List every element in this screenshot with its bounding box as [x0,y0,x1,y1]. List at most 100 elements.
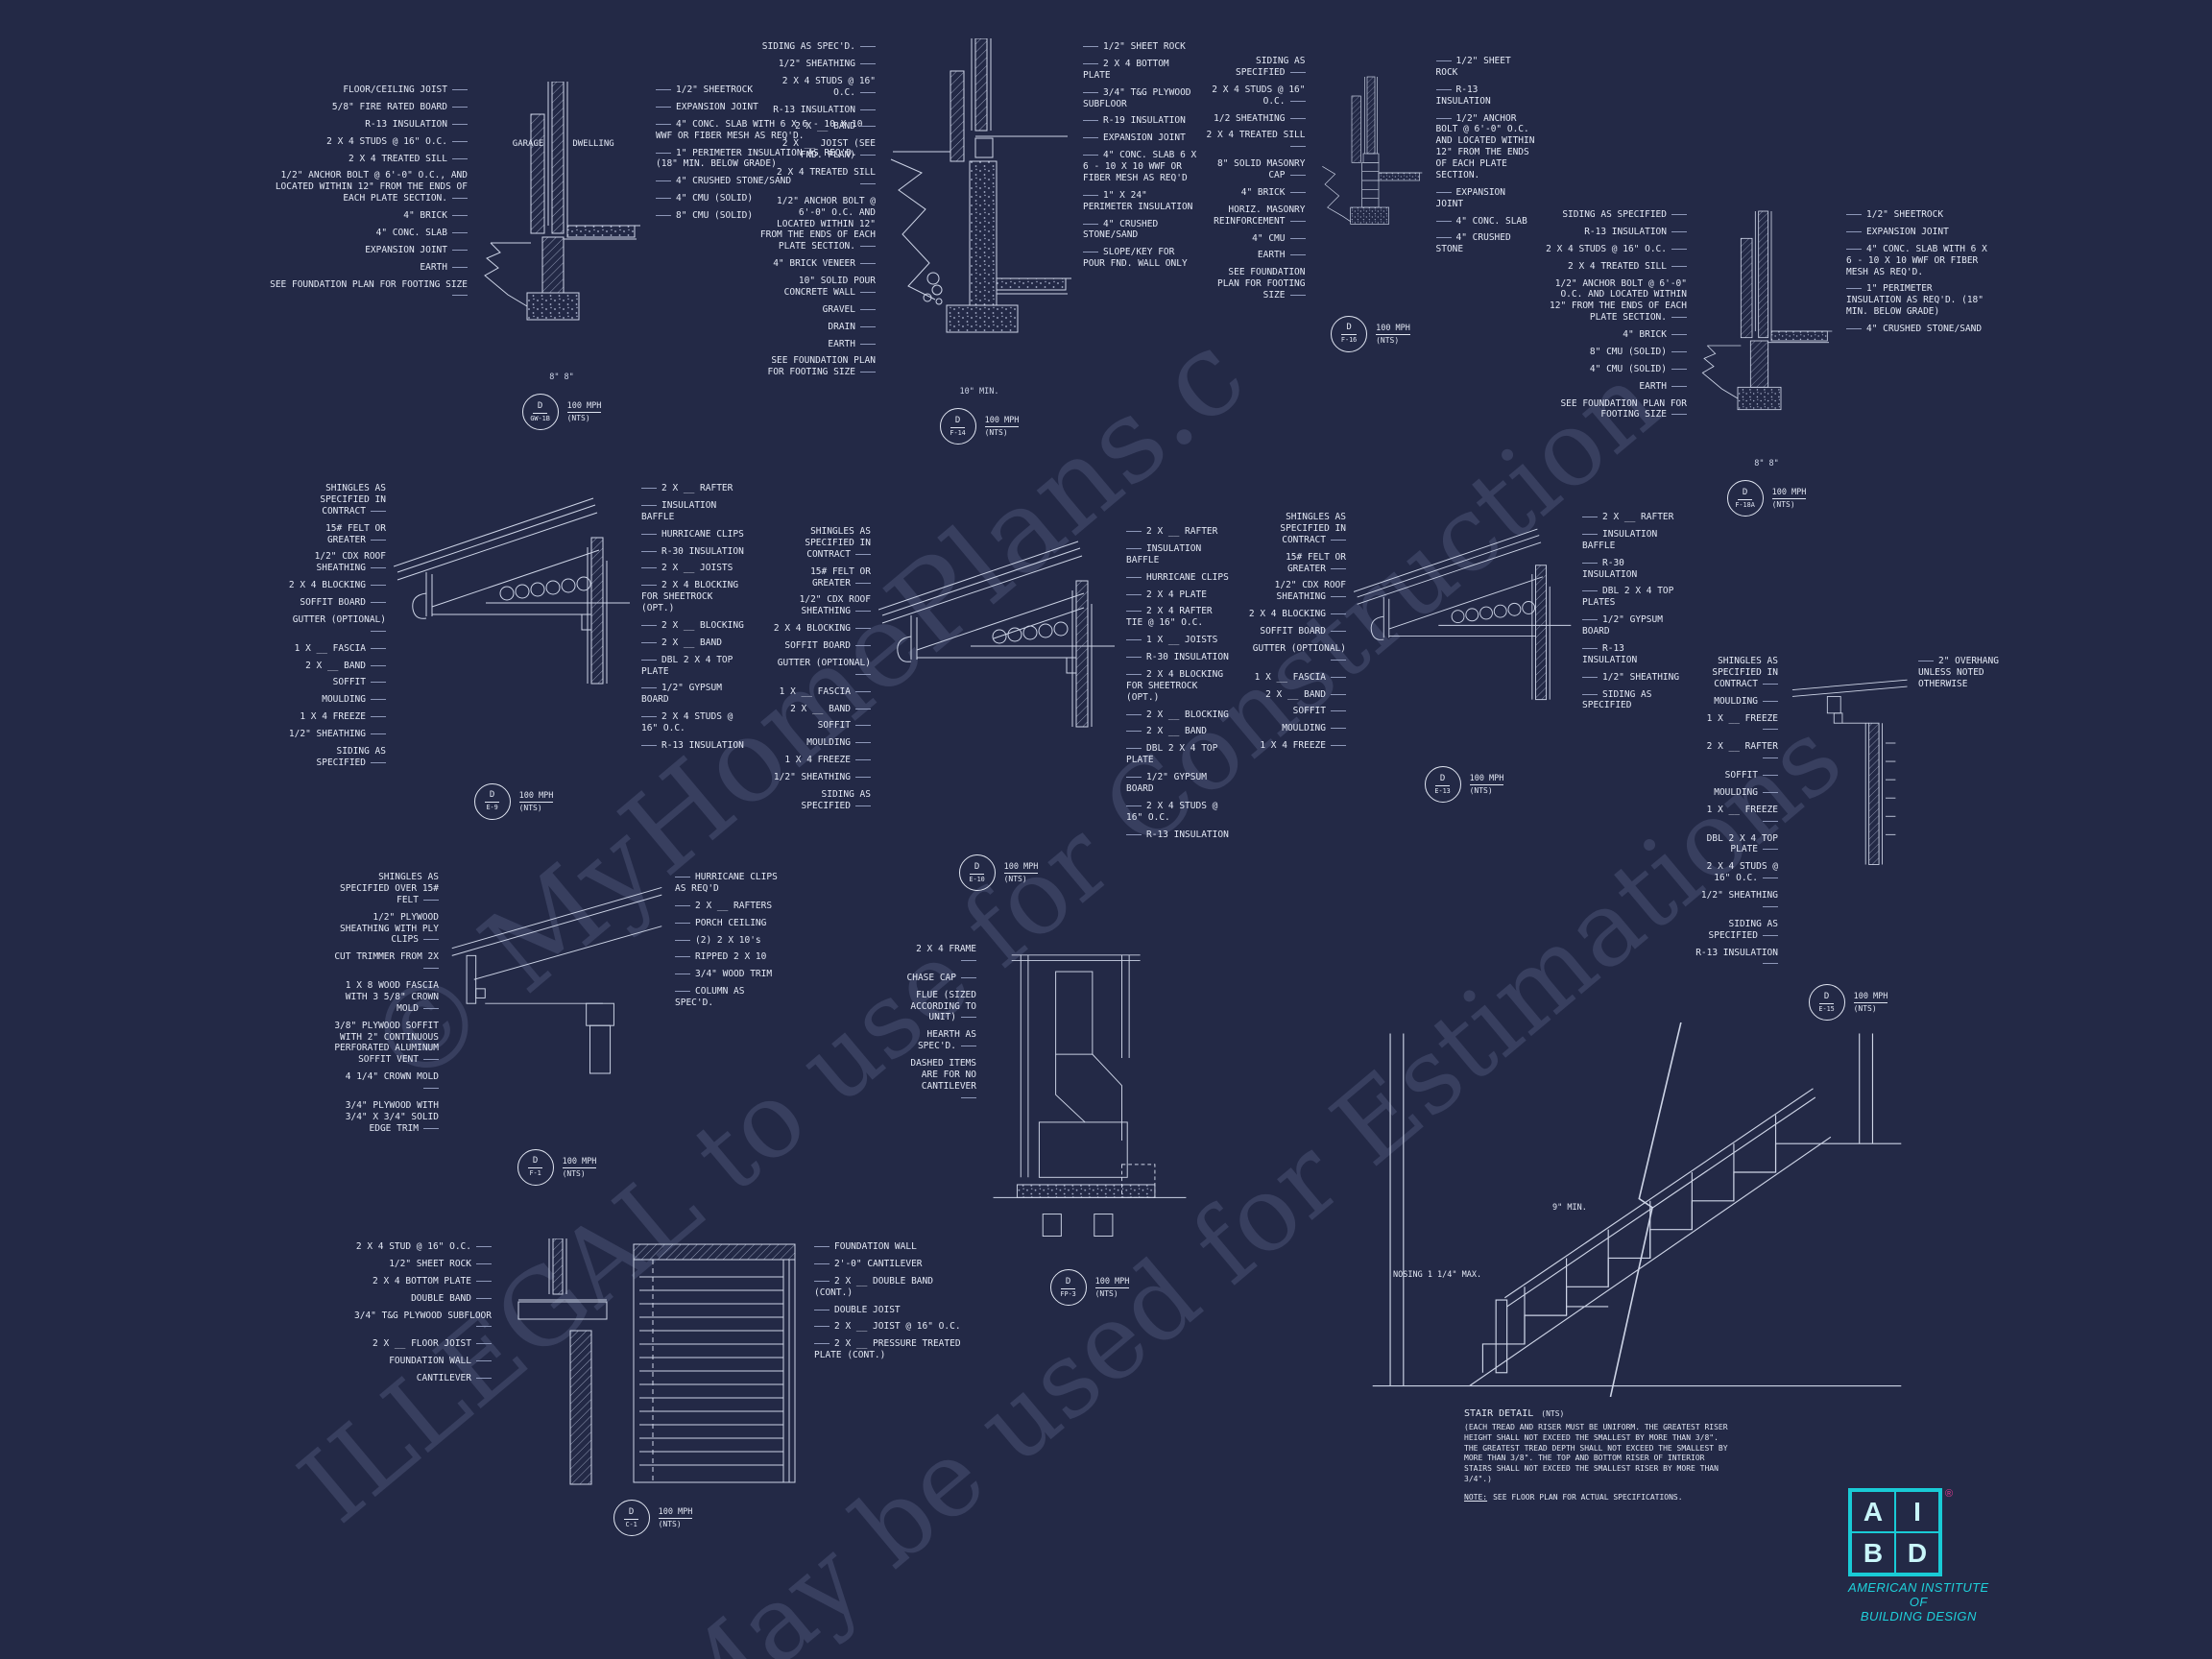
callout-label: 4" CRUSHED STONE/SAND [656,176,869,187]
callout-label: SIDING AS SPECIFIED [1205,56,1305,79]
callout-label: 10" SOLID POUR CONCRETE WALL [758,276,876,299]
callout-label: 2 X __ JOIST (SEE FND. PLAN) [758,138,876,161]
crawl-wall-drawing [1321,76,1422,225]
aibd-logo: A I B D ® AMERICAN INSTITUTE OF BUILDING… [1848,1488,1989,1624]
callout-label: 2" OVERHANG UNLESS NOTED OTHERWISE [1918,656,2007,690]
callout-label: 4" CRUSHED STONE/SAND [1846,324,1992,335]
callout-label: SEE FOUNDATION PLAN FOR FOOTING SIZE [1205,267,1306,301]
callout-label: 15# FELT OR GREATER [283,523,386,546]
callout-label: R-13 INSULATION [641,740,744,752]
stair-nosing-dim: NOSING 1 1/4" MAX. [1393,1270,1482,1280]
callout-label: 4" CMU (SOLID) [1541,364,1687,375]
callout-label: 2 X __ RAFTER [641,483,744,494]
callout-label: (2) 2 X 10's [675,935,782,947]
logo-letter-a: A [1851,1491,1895,1532]
stair-tread-dim: 9" MIN. [1552,1203,1587,1213]
callout-label: 4" BRICK [1205,187,1306,199]
callout-label: 3/8" PLYWOOD SOFFIT WITH 2" CONTINUOUS P… [331,1021,439,1067]
callout-label: 1/2 SHEATHING [1205,113,1306,125]
callout-label: 4" BRICK [1541,329,1687,341]
callout-label: 4" CONC. SLAB [254,228,468,239]
callout-label: MOULDING [1690,787,1778,799]
callout-label: HORIZ. MASONRY REINFORCEMENT [1205,204,1305,228]
registered-mark: ® [1945,1488,1954,1500]
callout-label: 2 X __ JOIST @ 16" O.C. [814,1321,970,1333]
callout-label: R-13 INSULATION [1436,84,1537,108]
callout-label: 3/4" T&G PLYWOOD SUBFLOOR [1083,87,1200,110]
callout-label: 1 X 4 FREEZE [283,711,386,723]
callout-label: SEE FOUNDATION PLAN FOR FOOTING SIZE [254,279,468,302]
callout-label: R-13 INSULATION [1690,948,1778,971]
callout-label: 4" CONC. SLAB WITH 6 X 6 - 10 X 10 WWF O… [1846,244,1992,278]
foundation-drawing [484,82,640,321]
callout-label: DOUBLE BAND [336,1293,492,1305]
callout-label: INSULATION BAFFLE [1126,543,1229,566]
callout-label: 2 X __ BAND [283,661,386,672]
callout-label: 2 X __ RAFTER [1690,741,1778,764]
rake-drawing [1791,679,1908,865]
dimension-text: 10" MIN. [959,387,999,397]
stair-drawing [1372,1022,1902,1398]
callout-label: 2 X __ RAFTER [1126,526,1229,538]
callout-label: SHINGLES AS SPECIFIED IN CONTRACT [768,526,871,561]
room-captions: GARAGE DWELLING [513,139,614,149]
detail-bubble: D GW-1B [521,394,559,430]
callout-label: 1 X __ FASCIA [1248,672,1346,684]
callout-label: MOULDING [1248,723,1346,734]
callout-label: CANTILEVER [336,1373,492,1384]
callout-label: 2 X __ RAFTER [1582,512,1680,523]
callout-label: GUTTER (OPTIONAL) [1248,643,1346,666]
callout-label: R-30 INSULATION [1582,558,1680,581]
callout-label: 1/2" SHEATHING [758,59,876,70]
callout-label: 2 X __ RAFTERS [675,901,782,912]
callout-label: DBL 2 X 4 TOP PLATE [641,655,744,678]
logo-letter-d: D [1895,1532,1939,1574]
callout-label: 2 X 4 TREATED SILL [254,154,468,165]
callout-label: SOFFIT [768,720,871,732]
callout-label: EXPANSION JOINT [656,102,869,113]
callout-label: R-13 INSULATION [1126,830,1229,841]
callout-label: FOUNDATION WALL [336,1356,492,1367]
callout-label: DBL 2 X 4 TOP PLATE [1690,833,1778,856]
callout-label: 2 X __ BAND [641,637,744,649]
callout-label: SOFFIT [283,677,386,688]
aibd-logo-box: A I B D [1848,1488,1942,1576]
callout-label: GUTTER (OPTIONAL) [768,658,871,681]
stair-notes: (EACH TREAD AND RISER MUST BE UNIFORM. T… [1464,1423,1728,1483]
callout-label: R-13 INSULATION [254,119,468,131]
callout-label: SOFFIT BOARD [283,597,386,609]
callout-label: SIDING AS SPECIFIED [1541,209,1687,221]
callout-label: 2 X 4 BLOCKING [283,580,386,591]
callout-label: INSULATION BAFFLE [1582,529,1680,552]
eave-drawing [878,541,1115,728]
callout-label: 4" BRICK VENEER [758,258,876,270]
foundation-drawing [1701,210,1833,411]
callout-label: 1/2" CDX ROOF SHEATHING [1248,580,1346,603]
callout-label: 4 1/4" CROWN MOLD [331,1071,439,1094]
callout-label: GRAVEL [758,304,876,316]
callout-label: HEARTH AS SPEC'D. [902,1029,976,1052]
